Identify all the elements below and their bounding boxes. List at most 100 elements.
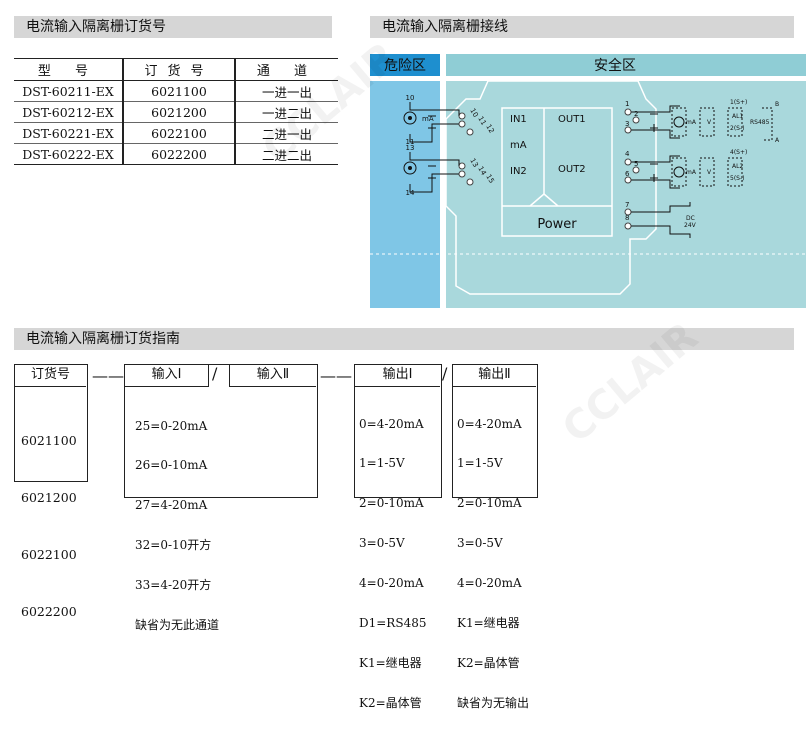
out-a-label: A: [775, 137, 780, 144]
out-s5-label: 5(S-): [730, 175, 744, 182]
cell: DST-60222-EX: [14, 143, 123, 165]
list-item: 3=0-5V: [457, 536, 503, 551]
output1-title: 输出Ⅰ: [355, 365, 440, 387]
right-terminals: [624, 108, 640, 230]
out-b-label: B: [775, 101, 779, 108]
col-order-no: 订货号: [122, 58, 236, 81]
table-header-row: 型 号 订货号 通 道: [14, 58, 338, 81]
cell: DST-60211-EX: [14, 80, 123, 102]
list-item: 25=0-20mA: [135, 418, 208, 433]
input-box: 输入Ⅰ 输入Ⅱ 25=0-20mA 26=0-10mA 27=4-20mA 32…: [124, 364, 318, 632]
out-rs485-label: RS485: [750, 119, 770, 126]
hazard-label: 危险区: [384, 58, 426, 74]
out-s2-label: 2(S-): [730, 125, 744, 132]
out-al2-label: AL2: [732, 163, 743, 170]
input2-title: 输入Ⅱ: [229, 365, 316, 387]
list-item: 6021100: [21, 433, 77, 448]
terminal-8: 8: [625, 214, 629, 222]
list-item: 3=0-5V: [359, 536, 405, 551]
current-source-2: [403, 161, 417, 175]
terminal-2: 2: [634, 110, 638, 118]
cell: 6022200: [122, 143, 236, 165]
list-item: 2=0-10mA: [457, 496, 522, 511]
in1-label: IN1: [510, 114, 527, 125]
out-v2-label: V: [707, 169, 712, 176]
col-model: 型 号: [14, 58, 123, 81]
cell: DST-60212-EX: [14, 101, 123, 123]
safe-zone: [446, 81, 806, 308]
input1-title: 输入Ⅰ: [125, 365, 209, 387]
terminal-7: 7: [625, 201, 629, 209]
out2-label: OUT2: [558, 164, 586, 175]
out-s1-label: 1(S+): [730, 99, 747, 106]
out-dc-label: DC: [686, 215, 695, 222]
separator-dash: ——: [320, 366, 352, 385]
list-item: 0=4-20mA: [359, 416, 424, 431]
list-item: K1=继电器: [457, 616, 520, 631]
field-13-label: 13: [406, 144, 415, 152]
safe-label: 安全区: [594, 57, 636, 74]
list-item: 1=1-5V: [359, 456, 405, 471]
table-row: DST-60211-EX 6021100 一进一出: [14, 80, 338, 102]
field-14-label: 14: [406, 189, 415, 197]
out-v1-label: V: [707, 119, 712, 126]
list-item: K2=晶体管: [359, 695, 422, 710]
wiring-header: 电流输入隔离栅接线: [370, 16, 794, 38]
out-s4-label: 4(S+): [730, 149, 747, 156]
output2-title: 输出Ⅱ: [453, 365, 536, 387]
terminal-15: 15: [484, 173, 495, 185]
cell: 一进二出: [235, 101, 338, 123]
field-ma-label: mA: [422, 115, 434, 123]
field-11-label: 11: [406, 138, 415, 146]
list-item: K1=继电器: [359, 655, 422, 670]
output-wiring: [631, 105, 773, 238]
terminal-4: 4: [625, 150, 630, 158]
output1-box: 输出Ⅰ 0=4-20mA 1=1-5V 2=0-10mA 3=0-5V 4=0-…: [354, 364, 442, 710]
current-source-1: [403, 111, 417, 125]
order-codes-table: 型 号 订货号 通 道 DST-60211-EX 6021100 一进一出 DS…: [14, 58, 338, 165]
list-item: 2=0-10mA: [359, 496, 424, 511]
terminal-5: 5: [634, 160, 638, 168]
terminal-14: 14: [476, 165, 488, 177]
output2-lines: 0=4-20mA 1=1-5V 2=0-10mA 3=0-5V 4=0-20mA…: [457, 391, 529, 737]
list-item: 6021200: [21, 490, 77, 505]
field-10-label: 10: [406, 94, 415, 102]
terminal-10: 10: [468, 107, 479, 119]
hazard-zone-header: [370, 54, 440, 76]
guide-header: 电流输入隔离栅订货指南: [14, 328, 794, 350]
terminal-12: 12: [484, 123, 495, 135]
list-item: 缺省为无输出: [457, 695, 530, 710]
cell: 6022100: [122, 122, 236, 144]
out-ma1-label: mA: [686, 119, 697, 126]
col-channel: 通 道: [235, 58, 338, 81]
separator-slash: /: [442, 364, 448, 383]
list-item: 32=0-10开方: [135, 538, 212, 553]
terminal-11: 11: [476, 115, 487, 127]
order-no-lines: 6021100 6021200 6022100 6022200: [21, 393, 77, 659]
terminal-1: 1: [625, 100, 629, 108]
wiring-diagram: 危险区 安全区 IN1 mA IN2 OUT1 OUT2 Power 10 11…: [370, 54, 806, 308]
out-al1-label: AL1: [732, 113, 743, 120]
list-item: D1=RS485: [359, 616, 427, 631]
ma-label: mA: [510, 140, 527, 151]
cell: 6021200: [122, 101, 236, 123]
table-row: DST-60222-EX 6022200 二进二出: [14, 143, 338, 165]
separator-slash: /: [212, 364, 218, 383]
list-item: 缺省为无此通道: [135, 618, 220, 633]
input-lines: 25=0-20mA 26=0-10mA 27=4-20mA 32=0-10开方 …: [135, 393, 219, 659]
list-item: 1=1-5V: [457, 456, 503, 471]
terminal-3: 3: [625, 120, 629, 128]
module-body: [501, 107, 613, 237]
table-row: DST-60212-EX 6021200 一进二出: [14, 101, 338, 123]
left-terminals: [458, 112, 474, 186]
cell: DST-60221-EX: [14, 122, 123, 144]
module-outline: [445, 80, 657, 295]
cell: 6021100: [122, 80, 236, 102]
list-item: 4=0-20mA: [457, 576, 522, 591]
terminal-13: 13: [468, 157, 479, 169]
out-24v-label: 24V: [684, 222, 697, 229]
list-item: K2=晶体管: [457, 655, 520, 670]
table-row: DST-60221-EX 6022100 二进一出: [14, 122, 338, 144]
terminal-6: 6: [625, 170, 630, 178]
order-no-box: 订货号 6021100 6021200 6022100 6022200: [14, 364, 88, 619]
